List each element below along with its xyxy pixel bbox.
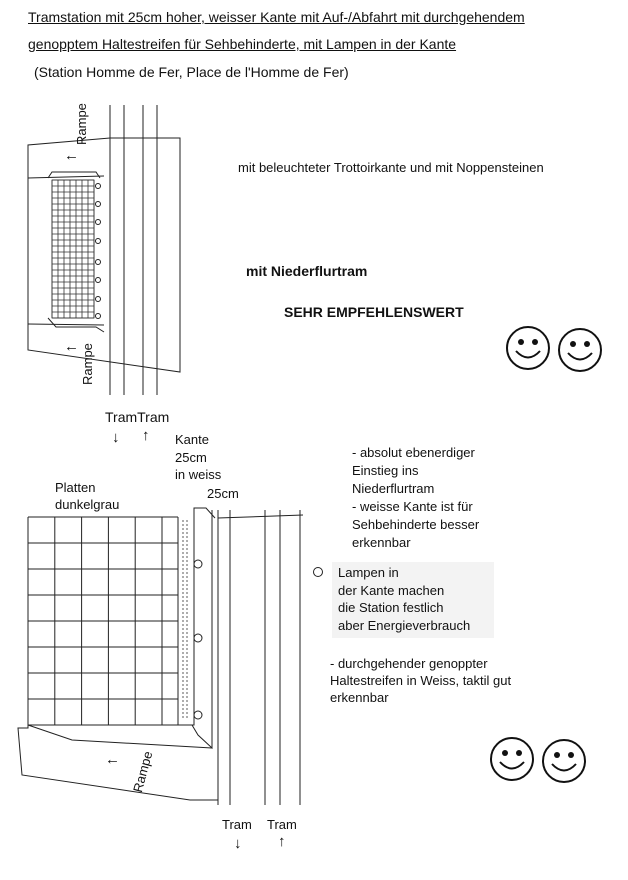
lamp-note-line-3: die Station festlich bbox=[338, 600, 444, 615]
arrow-left-icon: ← bbox=[105, 751, 120, 768]
lamp-note-line-2: der Kante machen bbox=[338, 583, 445, 598]
tram-label-right: Tram bbox=[267, 817, 297, 832]
smiley-icon bbox=[558, 328, 602, 372]
top-tactile-grid bbox=[51, 179, 95, 319]
lamp-note-box bbox=[332, 562, 494, 638]
note-1-line-3: Niederflurtram bbox=[352, 481, 435, 496]
platten-label: Platten bbox=[55, 480, 96, 495]
note-2-line-3: erkennbar bbox=[352, 535, 411, 550]
arrow-up-icon: ↑ bbox=[142, 427, 150, 444]
arrow-left-icon: ← bbox=[64, 147, 79, 164]
note-1-line-1: - absolut ebenerdiger bbox=[352, 445, 475, 460]
note-2-line-2: Sehbehinderte besser bbox=[352, 517, 480, 532]
bottom-pavement-grid bbox=[27, 516, 178, 726]
recommendation-label: SEHR EMPFEHLENSWERT bbox=[284, 304, 464, 320]
bottom-tactile-stripe bbox=[182, 520, 188, 720]
lamp-note-line-4: aber Energieverbrauch bbox=[338, 618, 471, 633]
station-feature-note: mit beleuchteter Trottoirkante und mit N… bbox=[238, 160, 544, 175]
title-line-2: genopptem Haltestreifen für Sehbehindert… bbox=[28, 36, 457, 52]
kante-height-label: 25cm bbox=[175, 450, 207, 465]
note-3-line-1: - durchgehender genoppter bbox=[330, 656, 488, 671]
top-station-plan bbox=[27, 105, 181, 395]
smiley-icon bbox=[506, 326, 550, 370]
height-label: 25cm bbox=[207, 486, 239, 501]
niederflur-label: mit Niederflurtram bbox=[246, 263, 368, 279]
note-3-line-2: Haltestreifen in Weiss, taktil gut bbox=[330, 673, 512, 688]
note-1-line-2: Einstieg ins bbox=[352, 463, 419, 478]
lamp-note-line-1: Lampen in bbox=[338, 565, 399, 580]
platten-color-label: dunkelgrau bbox=[55, 497, 120, 512]
tram-label-top: TramTram bbox=[105, 409, 170, 425]
legend-lamp-icon bbox=[313, 567, 323, 577]
arrow-down-icon: ↓ bbox=[234, 835, 242, 852]
rampe-bottom-label: Rampe bbox=[80, 343, 95, 385]
smiley-icon bbox=[490, 737, 534, 781]
smiley-icon bbox=[542, 739, 586, 783]
kante-color-label: in weiss bbox=[175, 467, 222, 482]
arrow-left-icon: ← bbox=[64, 338, 79, 355]
rampe-top-label: Rampe bbox=[74, 103, 89, 145]
arrow-down-icon: ↓ bbox=[112, 429, 120, 446]
station-name: (Station Homme de Fer, Place de l'Homme … bbox=[34, 64, 349, 80]
top-lamps bbox=[95, 183, 101, 319]
note-3-line-3: erkennbar bbox=[330, 690, 389, 705]
note-2-line-1: - weisse Kante ist für bbox=[352, 499, 473, 514]
title-line-1: Tramstation mit 25cm hoher, weisser Kant… bbox=[28, 9, 525, 25]
arrow-up-icon: ↑ bbox=[278, 833, 286, 850]
kante-label: Kante bbox=[175, 432, 209, 447]
tram-label-left: Tram bbox=[222, 817, 252, 832]
bottom-station-plan bbox=[17, 507, 304, 805]
bottom-lamps bbox=[193, 559, 203, 720]
